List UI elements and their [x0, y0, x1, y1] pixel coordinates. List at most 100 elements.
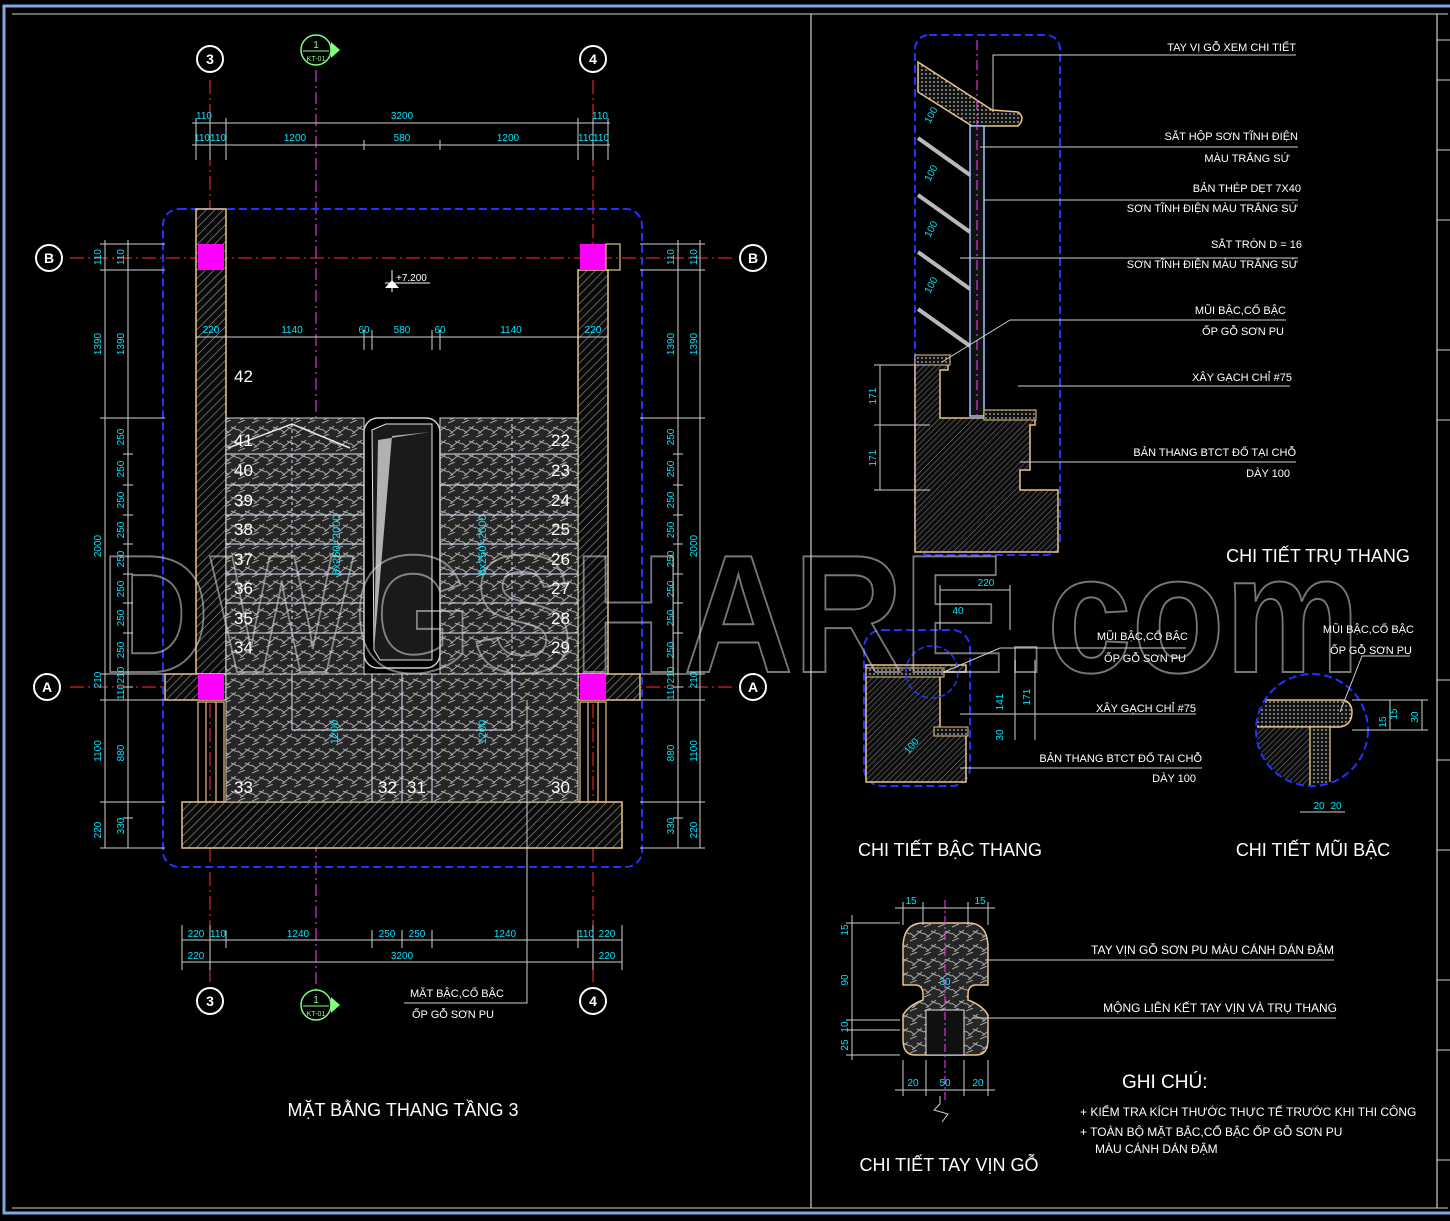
notes-title: GHI CHÚ:: [1122, 1071, 1208, 1093]
svg-text:1100: 1100: [93, 740, 104, 762]
svg-text:210: 210: [116, 666, 127, 683]
svg-text:90: 90: [840, 974, 851, 986]
svg-text:110: 110: [666, 249, 677, 265]
svg-text:210: 210: [93, 671, 104, 688]
tread-lines: [226, 418, 578, 802]
axis-bubble-a: A: [42, 679, 52, 695]
svg-text:580: 580: [394, 325, 411, 336]
elevation-mark: +7.200: [385, 270, 430, 292]
svg-text:SẮT HỘP SƠN TĨNH ĐIỆN: SẮT HỘP SƠN TĨNH ĐIỆN: [1164, 130, 1298, 143]
svg-text:SƠN TĨNH ĐIỆN MÀU TRẮNG SỨ: SƠN TĨNH ĐIỆN MÀU TRẮNG SỨ: [1127, 202, 1298, 215]
svg-text:110: 110: [116, 684, 127, 700]
handrail-labels: TAY VỊN GỖ SƠN PU MÀU CÁNH DÁN ĐẬM MỘNG …: [1091, 942, 1337, 1015]
svg-text:100: 100: [923, 275, 941, 295]
step-number: 22: [551, 431, 570, 450]
svg-text:DÀY 100: DÀY 100: [1152, 772, 1196, 785]
svg-text:330: 330: [116, 817, 127, 834]
flight-labels: 8x250=2000 8x250=2000 1200 1200: [329, 515, 489, 745]
svg-text:1200: 1200: [477, 720, 489, 744]
section-number: 1: [313, 995, 319, 1006]
post-vertical-dims: [874, 364, 930, 491]
svg-text:SƠN TĨNH ĐIỆN MÀU TRẮNG SỨ: SƠN TĨNH ĐIỆN MÀU TRẮNG SỨ: [1127, 258, 1298, 271]
right-dims-lines: [640, 240, 705, 849]
left-dims: 110 1390 2000 210 1100 220 110 1390 250 …: [93, 249, 127, 839]
step-number: 33: [234, 778, 253, 797]
post-detail: 100 100 100 100 171 171 TAY VỊ G: [868, 34, 1410, 566]
svg-text:8x250=2000: 8x250=2000: [477, 515, 489, 576]
axis-bubble-4: 4: [589, 993, 597, 1009]
svg-text:110: 110: [93, 249, 104, 265]
step-labels: MŨI BẬC,CỔ BẬC ỐP GỖ SƠN PU XÂY GẠCH CHỈ…: [1039, 630, 1202, 785]
step-number: 23: [551, 461, 570, 480]
svg-text:171: 171: [1022, 688, 1033, 705]
svg-text:250: 250: [116, 521, 127, 538]
axis-bubble-4: 4: [589, 51, 597, 67]
svg-text:BẢN THÉP DẸT 7X40: BẢN THÉP DẸT 7X40: [1193, 182, 1301, 195]
svg-text:20: 20: [972, 1078, 984, 1089]
plan-boundary: [162, 208, 643, 868]
svg-text:1200: 1200: [284, 133, 307, 144]
svg-text:60: 60: [358, 325, 370, 336]
axis-bubble-a: A: [748, 679, 758, 695]
step-number: 29: [551, 638, 570, 657]
svg-text:1390: 1390: [93, 332, 104, 355]
step-number: 34: [234, 638, 253, 657]
svg-text:220: 220: [599, 951, 616, 962]
step-number: 25: [551, 520, 570, 539]
svg-text:15: 15: [1378, 716, 1389, 728]
nosing-dims: 15 15 30 20 20: [1313, 708, 1421, 812]
step-number: 38: [234, 520, 253, 539]
post-detail-title: CHI TIẾT TRỤ THANG: [1226, 545, 1410, 566]
column-a3: [198, 674, 224, 700]
svg-text:220: 220: [203, 325, 220, 336]
svg-text:580: 580: [394, 133, 411, 144]
svg-text:20: 20: [1313, 801, 1325, 812]
svg-text:1100: 1100: [689, 740, 700, 762]
axis-bubble-3: 3: [206, 993, 214, 1009]
watermark: DWGSHARE.com: [100, 520, 1360, 708]
svg-text:220: 220: [689, 821, 700, 838]
balusters: [916, 136, 972, 348]
column-b3: [198, 244, 224, 270]
svg-text:110: 110: [196, 111, 212, 122]
svg-text:MŨI BẬC,CỔ BẬC: MŨI BẬC,CỔ BẬC: [1097, 630, 1188, 643]
svg-text:30: 30: [995, 729, 1006, 741]
section-markers: 1 KT-01 1 KT-01: [300, 34, 340, 1021]
svg-text:1390: 1390: [116, 332, 127, 355]
svg-text:110: 110: [210, 929, 226, 940]
left-dims-lines: [100, 240, 165, 849]
svg-text:1240: 1240: [494, 929, 517, 940]
svg-text:TAY VỊN GỖ SƠN PU MÀU CÁNH DÁN: TAY VỊN GỖ SƠN PU MÀU CÁNH DÁN ĐẬM: [1091, 942, 1334, 957]
svg-text:MŨI BẬC,CỔ BẬC: MŨI BẬC,CỔ BẬC: [1195, 304, 1286, 317]
nosing-dims-lines: [1300, 699, 1428, 813]
svg-text:XÂY GẠCH CHỈ #75: XÂY GẠCH CHỈ #75: [1192, 371, 1292, 384]
nosing-labels: MŨI BẬC,CỔ BẬC ỐP GỖ SƠN PU: [1323, 623, 1414, 657]
post-labels: TAY VỊ GỖ XEM CHI TIẾT SẮT HỘP SƠN TĨNH …: [1127, 41, 1302, 480]
svg-text:100: 100: [923, 105, 941, 125]
axis-bubble-b: B: [44, 250, 54, 266]
svg-text:110: 110: [666, 684, 677, 700]
svg-text:250: 250: [666, 521, 677, 538]
svg-text:110: 110: [116, 249, 127, 265]
step-detail: 220 40 141 171 30 100 MŨI BẬC,CỔ BẬC ỐP …: [858, 578, 1202, 860]
svg-text:1240: 1240: [287, 929, 310, 940]
svg-text:ỐP GỖ SƠN PU: ỐP GỖ SƠN PU: [1330, 643, 1412, 657]
step-number: 39: [234, 491, 253, 510]
svg-text:220: 220: [978, 578, 995, 589]
top-dims-lines: [192, 118, 610, 350]
svg-text:15: 15: [1389, 708, 1400, 720]
svg-text:141: 141: [995, 693, 1006, 710]
post-leaders: [941, 54, 1298, 463]
svg-text:250: 250: [116, 460, 127, 477]
plan-title: MẶT BẰNG THANG TẦNG 3: [287, 1099, 518, 1120]
axis-bubble-b: B: [748, 250, 758, 266]
step-number: 36: [234, 579, 253, 598]
svg-text:250: 250: [666, 428, 677, 445]
svg-text:220: 220: [585, 325, 602, 336]
step-dims-lines: [939, 585, 1036, 740]
svg-text:250: 250: [116, 550, 127, 567]
elevation-label: +7.200: [396, 273, 427, 284]
step-number: 24: [551, 491, 570, 510]
svg-text:ỐP GỖ SƠN PU: ỐP GỖ SƠN PU: [1104, 651, 1186, 665]
